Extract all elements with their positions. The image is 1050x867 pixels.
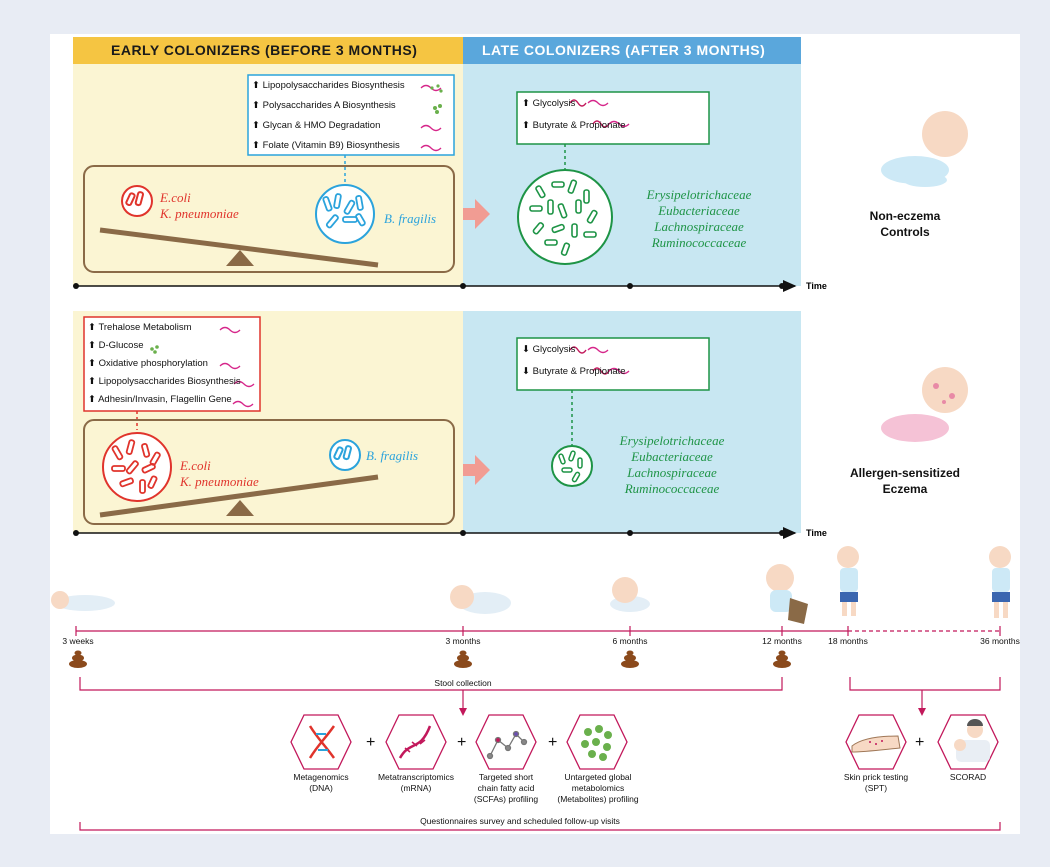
svg-text:+: + — [457, 734, 466, 751]
cluster-glyphs — [150, 84, 443, 354]
stool-icons — [69, 650, 791, 668]
pathway-item: ⬇ Butyrate & Propionate — [522, 366, 626, 377]
timepoint-label: 12 months — [762, 636, 802, 646]
baby-6months-illustration — [610, 577, 650, 612]
svg-text:+: + — [366, 734, 375, 751]
top-late-pathway-list: ⬆ Glycolysis ⬆ Butyrate & Propionate — [522, 95, 626, 139]
bottom-time-label: Time — [806, 528, 827, 538]
top-seesaw-fulcrum — [226, 250, 254, 266]
method-label: Metagenomics (DNA) — [293, 772, 349, 793]
non-eczema-baby-illustration — [881, 111, 968, 187]
child-36months-illustration — [989, 546, 1011, 618]
bottom-seesaw-frame — [83, 419, 455, 525]
top-transition-arrow — [463, 199, 490, 229]
timepoint-label: 3 weeks — [62, 636, 94, 646]
footer-label: Questionnaires survey and scheduled foll… — [420, 816, 620, 826]
top-late-pathway-box — [516, 91, 710, 145]
baby-3weeks-illustration — [51, 591, 115, 611]
pathway-item: ⬆ Butyrate & Propionate — [522, 120, 626, 131]
early-header-bar — [73, 37, 463, 64]
timepoint-label: 3 months — [445, 636, 481, 646]
svg-text:+: + — [548, 734, 557, 751]
early-header: EARLY COLONIZERS (BEFORE 3 MONTHS) — [111, 42, 418, 58]
pathway-item: ⬆ Trehalose Metabolism — [88, 322, 192, 333]
hexagon-rna — [385, 714, 447, 770]
bottom-seesaw-beam — [99, 474, 379, 518]
clinical-label: Skin prick testing (SPT) — [843, 772, 909, 793]
stool-icon — [69, 650, 87, 668]
bottom-early-pathway-list: ⬆ Trehalose Metabolism ⬆ D-Glucose ⬆ Oxi… — [88, 320, 241, 410]
timepoint-label: 6 months — [612, 636, 648, 646]
bottom-late-pathway-box — [516, 337, 710, 391]
bottom-blue-taxon: B. fragilis — [366, 448, 419, 463]
pathway-item: ⬆ D-Glucose — [88, 340, 144, 351]
eczema-label: Allergen-sensitized Eczema — [849, 466, 961, 496]
toddler-18months-illustration — [837, 546, 859, 616]
baby-3months-illustration — [450, 585, 511, 614]
plus-signs: + + + + — [366, 734, 924, 751]
pathway-item: ⬆ Lipopolysaccharides Biosynthesis — [252, 80, 405, 91]
method-label: Untargeted global metabolomics (Metaboli… — [557, 772, 639, 804]
eczema-baby-illustration — [881, 367, 968, 442]
dna-glyphs — [569, 99, 610, 375]
non-eczema-label: Non-eczema Controls — [869, 209, 941, 239]
pathway-item: ⬆ Glycan & HMO Degradation — [252, 120, 381, 131]
top-blue-circle — [315, 184, 375, 244]
top-seesaw-beam — [99, 227, 379, 268]
timepoint-label: 36 months — [980, 636, 1020, 646]
clinical-bracket — [849, 677, 1001, 691]
top-time-label: Time — [806, 281, 827, 291]
bottom-green-circle — [551, 445, 593, 487]
svg-text:+: + — [915, 734, 924, 751]
clinical-label: SCORAD — [949, 772, 987, 782]
pathway-item: ⬆ Polysaccharides A Biosynthesis — [252, 100, 396, 111]
method-label: Metatranscriptomics (mRNA) — [377, 772, 455, 793]
pathway-item: ⬆ Lipopolysaccharides Biosynthesis — [88, 376, 241, 387]
pathway-item: ⬆ Folate (Vitamin B9) Biosynthesis — [252, 140, 400, 151]
arm-icon — [851, 735, 901, 753]
top-early-pathway-list: ⬆ Lipopolysaccharides Biosynthesis ⬆ Pol… — [252, 78, 405, 158]
metabolites-icon — [581, 725, 612, 761]
top-blue-taxon: B. fragilis — [384, 211, 437, 226]
baby-12months-illustration — [766, 564, 808, 624]
pathway-item: ⬇ Glycolysis — [522, 344, 576, 355]
late-header: LATE COLONIZERS (AFTER 3 MONTHS) — [482, 42, 766, 58]
bottom-seesaw-fulcrum — [226, 500, 254, 516]
bottom-late-pathway-list: ⬇ Glycolysis ⬇ Butyrate & Propionate — [522, 341, 626, 385]
bottom-transition-arrow — [463, 455, 490, 485]
doctor-icon — [954, 719, 990, 762]
stool-bracket — [79, 677, 783, 691]
footer-bracket — [79, 822, 1001, 831]
stool-icon — [454, 650, 472, 668]
pathway-item: ⬆ Adhesin/Invasin, Flagellin Gene — [88, 394, 232, 405]
late-header-bar — [463, 37, 801, 64]
timepoint-label: 18 months — [828, 636, 868, 646]
top-early-pathway-box — [247, 74, 455, 156]
rna-icon — [398, 725, 432, 759]
dna-icon — [308, 725, 336, 759]
stool-icon — [621, 650, 639, 668]
stool-icon — [773, 650, 791, 668]
method-label: Targeted short chain fatty acid (SCFAs) … — [473, 772, 539, 804]
pathway-item: ⬆ Oxidative phosphorylation — [88, 358, 208, 369]
stool-collection-label: Stool collection — [434, 678, 492, 688]
molecule-icon — [486, 730, 528, 760]
top-seesaw-frame — [83, 165, 455, 273]
bottom-early-pathway-box — [83, 316, 261, 412]
gene-glyphs — [219, 84, 630, 408]
pathway-item: ⬆ Glycolysis — [522, 98, 576, 109]
